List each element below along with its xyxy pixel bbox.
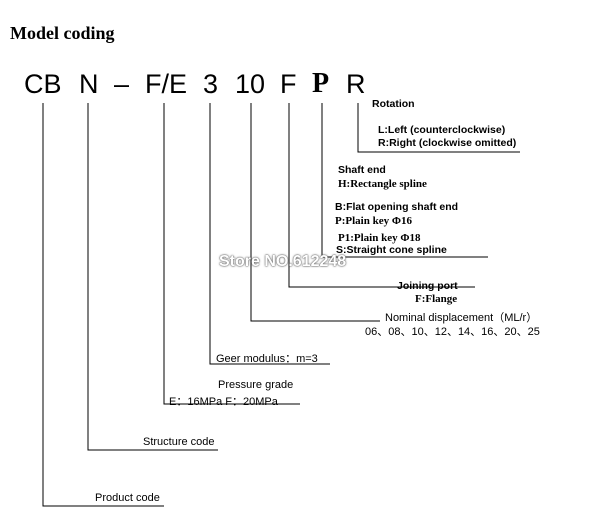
label-joining-port: Joining port [397, 280, 458, 292]
label-pressure-values: E：16MPa F：20MPa [169, 396, 278, 408]
label-shaft-p1: P1:Plain key Φ18 [338, 232, 421, 244]
leader-rotation [357, 103, 520, 153]
label-geer-modulus: Geer modulus：m=3 [216, 353, 318, 365]
label-structure-code: Structure code [143, 436, 215, 448]
label-shaft-end: Shaft end [338, 164, 386, 176]
store-watermark: Store NO.612248 [219, 253, 347, 270]
leader-structure-code [87, 103, 218, 451]
code-p: P [312, 68, 330, 99]
label-rotation-left: L:Left (counterclockwise) [378, 124, 506, 136]
code-3: 3 [203, 69, 219, 99]
code-10: 10 [235, 69, 266, 99]
diagram-title: Model coding [10, 23, 115, 43]
label-rotation: Rotation [372, 98, 415, 110]
leader-geer-modulus [209, 103, 330, 365]
label-nominal-displacement: Nominal displacement（ML/r） [385, 312, 538, 324]
label-joining-f: F:Flange [415, 293, 458, 305]
label-product-code: Product code [95, 492, 160, 504]
label-rotation-right: R:Right (clockwise omitted) [378, 137, 517, 149]
leader-product-code [42, 103, 164, 507]
label-pressure-grade: Pressure grade [218, 379, 294, 391]
leader-pressure-grade [163, 103, 300, 405]
label-nominal-values: 06、08、10、12、14、16、20、25 [365, 326, 540, 338]
label-shaft-b: B:Flat opening shaft end [335, 201, 459, 213]
code-n: N [79, 69, 99, 99]
code-cb: CB [24, 69, 62, 99]
leader-shaft-end [321, 103, 488, 258]
code-fe: F/E [145, 69, 188, 99]
code-r: R [346, 69, 366, 99]
leader-nominal-displacement [250, 103, 380, 322]
code-f: F [280, 69, 297, 99]
label-shaft-h: H:Rectangle spline [338, 178, 427, 190]
label-shaft-s: S:Straight cone spline [336, 244, 447, 256]
code-dash: – [114, 69, 130, 99]
label-shaft-p: P:Plain key Φ16 [335, 215, 412, 227]
leader-joining-port [288, 103, 475, 288]
